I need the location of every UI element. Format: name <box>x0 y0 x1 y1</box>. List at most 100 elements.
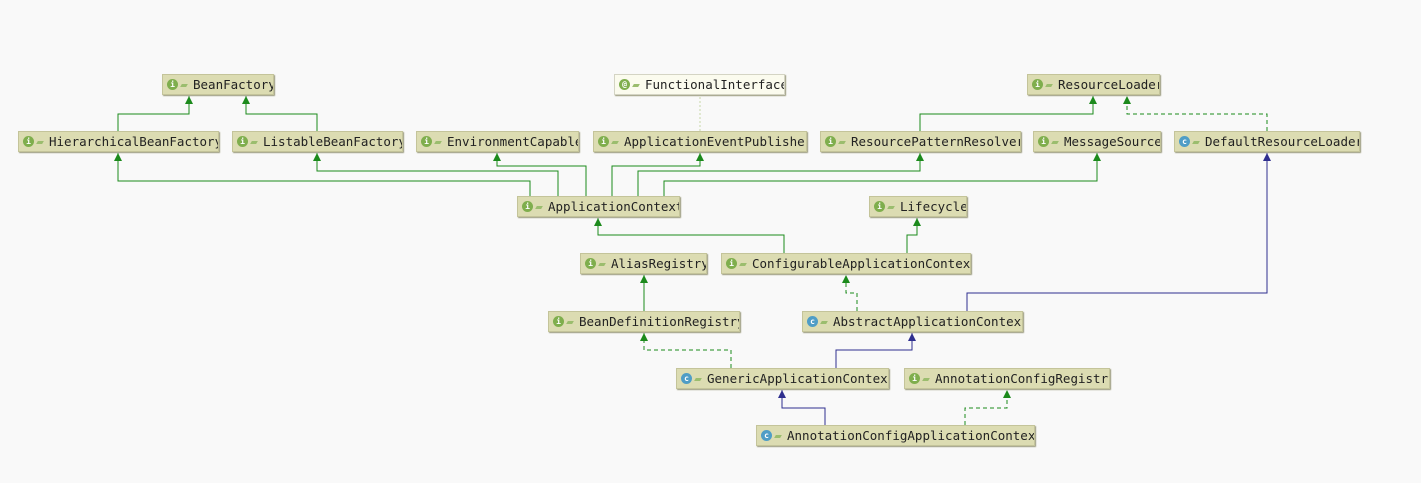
edge-line <box>663 153 1098 196</box>
node-annotation-config-application-context[interactable]: c AnnotationConfigApplicationContext <box>756 425 1035 446</box>
node-resource-pattern-resolver[interactable]: i ResourcePatternResolver <box>820 131 1021 152</box>
node-label: FunctionalInterface <box>645 77 785 92</box>
interface-icon: i <box>874 201 885 212</box>
node-label: HierarchicalBeanFactory <box>49 134 219 149</box>
edge-configurable-application-context-to-application-context <box>594 218 785 253</box>
edge-line <box>906 218 918 253</box>
node-label: ListableBeanFactory <box>263 134 403 149</box>
node-lifecycle[interactable]: i Lifecycle <box>869 196 967 217</box>
public-visibility-icon <box>598 258 607 269</box>
interface-icon: i <box>726 258 737 269</box>
edge-line <box>316 153 559 196</box>
edge-application-context-to-application-event-publisher <box>611 153 704 196</box>
edge-line <box>964 390 1008 425</box>
edge-line <box>597 218 785 253</box>
edge-default-resource-loader-to-resource-loader <box>1123 96 1268 131</box>
node-message-source[interactable]: i MessageSource <box>1033 131 1161 152</box>
public-visibility-icon <box>611 136 620 147</box>
node-abstract-application-context[interactable]: c AbstractApplicationContext <box>802 311 1023 332</box>
node-label: ResourceLoader <box>1058 77 1160 92</box>
node-label: AnnotationConfigApplicationContext <box>787 428 1035 443</box>
node-resource-loader[interactable]: i ResourceLoader <box>1027 74 1160 95</box>
class-icon: c <box>681 373 692 384</box>
node-alias-registry[interactable]: i AliasRegistry <box>580 253 707 274</box>
class-icon: c <box>807 316 818 327</box>
node-label: AnnotationConfigRegistry <box>935 371 1110 386</box>
public-visibility-icon <box>535 201 544 212</box>
edge-line <box>637 153 921 196</box>
node-label: ApplicationEventPublisher <box>624 134 807 149</box>
node-label: Lifecycle <box>900 199 967 214</box>
edge-application-context-to-hierarchical-bean-factory <box>114 153 531 196</box>
public-visibility-icon <box>820 316 829 327</box>
public-visibility-icon <box>694 373 703 384</box>
node-label: AliasRegistry <box>611 256 707 271</box>
interface-icon: i <box>585 258 596 269</box>
node-label: AbstractApplicationContext <box>833 314 1023 329</box>
node-application-event-publisher[interactable]: i ApplicationEventPublisher <box>593 131 807 152</box>
edge-annotation-config-application-context-to-generic-application-context <box>778 390 826 425</box>
node-default-resource-loader[interactable]: c DefaultResourceLoader <box>1174 131 1360 152</box>
node-functional-interface[interactable]: @ FunctionalInterface <box>614 74 785 95</box>
node-label: EnvironmentCapable <box>447 134 579 149</box>
public-visibility-icon <box>434 136 443 147</box>
node-label: BeanFactory <box>193 77 274 92</box>
interface-icon: i <box>522 201 533 212</box>
edge-line <box>1126 96 1268 131</box>
node-label: BeanDefinitionRegistry <box>579 314 740 329</box>
public-visibility-icon <box>180 79 189 90</box>
node-generic-application-context[interactable]: c GenericApplicationContext <box>676 368 889 389</box>
interface-icon: i <box>825 136 836 147</box>
node-bean-definition-registry[interactable]: i BeanDefinitionRegistry <box>548 311 740 332</box>
interface-icon: i <box>237 136 248 147</box>
public-visibility-icon <box>887 201 896 212</box>
class-icon: c <box>1179 136 1190 147</box>
node-application-context[interactable]: i ApplicationContext <box>517 196 680 217</box>
arrowhead <box>640 333 648 341</box>
node-listable-bean-factory[interactable]: i ListableBeanFactory <box>232 131 403 152</box>
interface-icon: i <box>1038 136 1049 147</box>
node-hierarchical-bean-factory[interactable]: i HierarchicalBeanFactory <box>18 131 219 152</box>
interface-icon: i <box>909 373 920 384</box>
arrowhead <box>1003 390 1011 398</box>
edge-line <box>117 96 190 131</box>
node-configurable-application-context[interactable]: i ConfigurableApplicationContext <box>721 253 971 274</box>
public-visibility-icon <box>36 136 45 147</box>
interface-icon: i <box>598 136 609 147</box>
class-icon: c <box>761 430 772 441</box>
public-visibility-icon <box>838 136 847 147</box>
edge-line <box>966 153 1268 311</box>
public-visibility-icon <box>632 79 641 90</box>
edge-resource-pattern-resolver-to-resource-loader <box>919 96 1097 131</box>
edge-line <box>117 153 531 196</box>
edge-configurable-application-context-to-lifecycle <box>906 218 921 253</box>
arrowhead <box>185 96 193 104</box>
node-label: MessageSource <box>1064 134 1161 149</box>
node-bean-factory[interactable]: i BeanFactory <box>162 74 274 95</box>
public-visibility-icon <box>739 258 748 269</box>
arrowhead <box>916 153 924 161</box>
node-label: ConfigurableApplicationContext <box>752 256 971 271</box>
public-visibility-icon <box>1045 79 1054 90</box>
arrowhead <box>114 153 122 161</box>
public-visibility-icon <box>250 136 259 147</box>
arrowhead <box>493 153 501 161</box>
edge-line <box>781 390 826 425</box>
node-label: DefaultResourceLoader <box>1205 134 1360 149</box>
arrowhead <box>242 96 250 104</box>
public-visibility-icon <box>774 430 783 441</box>
arrowhead <box>1089 96 1097 104</box>
edge-line <box>496 153 587 196</box>
edge-hierarchical-bean-factory-to-bean-factory <box>117 96 193 131</box>
public-visibility-icon <box>1051 136 1060 147</box>
edge-line <box>611 153 701 196</box>
public-visibility-icon <box>922 373 931 384</box>
edge-line <box>245 96 318 131</box>
interface-icon: i <box>553 316 564 327</box>
edge-generic-application-context-to-abstract-application-context <box>835 333 916 368</box>
edge-generic-application-context-to-bean-definition-registry <box>640 333 732 368</box>
edge-bean-definition-registry-to-alias-registry <box>640 275 648 311</box>
node-environment-capable[interactable]: i EnvironmentCapable <box>416 131 579 152</box>
edge-listable-bean-factory-to-bean-factory <box>242 96 318 131</box>
node-annotation-config-registry[interactable]: i AnnotationConfigRegistry <box>904 368 1110 389</box>
